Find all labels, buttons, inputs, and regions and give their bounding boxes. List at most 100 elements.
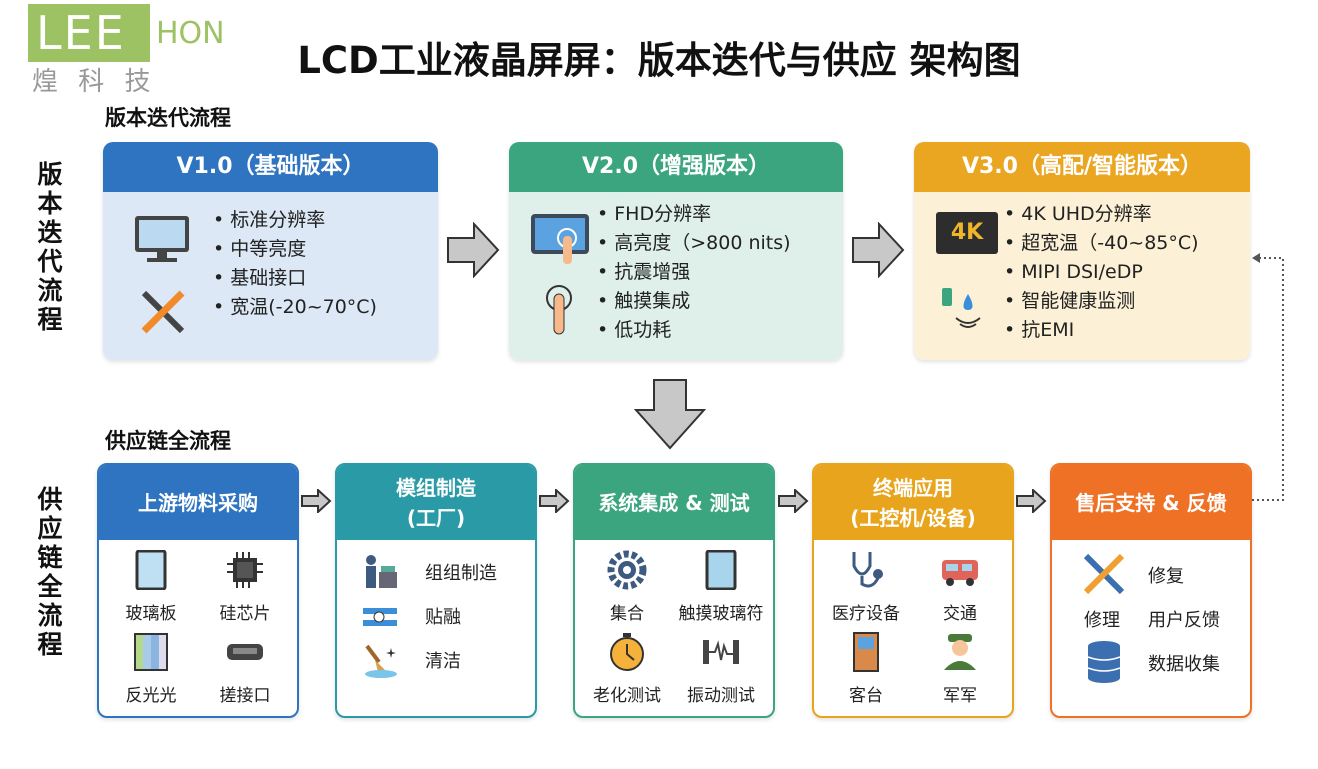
monitor-icon xyxy=(135,216,189,262)
data-collection-label: 数据收集 xyxy=(1148,654,1220,675)
grid-item: 触摸玻璃符 xyxy=(673,549,769,624)
feature-item: 高亮度（>800 nits) xyxy=(597,229,790,258)
item-label: 玻璃板 xyxy=(125,604,177,624)
grid-item: 客台 xyxy=(818,632,914,706)
stage-card-manufacturing: 模组制造 (工厂) 组组制造 贴融 清洁 xyxy=(335,463,537,718)
touch-tablet-icon xyxy=(531,214,589,264)
list-item: 清洁 xyxy=(361,642,461,678)
item-label: 军军 xyxy=(943,686,977,706)
item-label: 老化测试 xyxy=(593,686,661,706)
supply-side-label: 供应链全流程 xyxy=(37,485,63,659)
item-label: 交通 xyxy=(943,604,977,624)
version-section-label: 版本迭代流程 xyxy=(105,106,231,130)
4k-monitor-icon: 4K xyxy=(936,212,998,254)
feature-item: FHD分辨率 xyxy=(597,200,791,229)
feedback-loop-arrow xyxy=(1252,253,1284,501)
item-label: 组组制造 xyxy=(425,563,497,584)
feature-item: 基础接口 xyxy=(213,264,377,293)
stage-title: 终端应用 (工控机/设备) xyxy=(814,465,1012,540)
grid-item: 搓接口 xyxy=(197,632,293,706)
version-title: V2.0（增强版本） xyxy=(509,142,843,192)
watermark-logo-text: LEE xyxy=(36,6,126,60)
feature-item: 触摸集成 xyxy=(597,287,791,316)
version-title: V3.0（高配/智能版本） xyxy=(914,142,1250,192)
feature-list: FHD分辨率 高亮度（>800 nits) 抗震增强 触摸集成 低功耗 xyxy=(597,200,791,345)
version-card-v2: V2.0（增强版本） FHD分辨率 高亮度（>800 nits) 抗震增强 触摸… xyxy=(509,142,843,360)
grid-item: 老化测试 xyxy=(579,632,675,706)
watermark-logo-text: HON xyxy=(156,16,225,51)
feature-list: 4K UHD分辨率 超宽温（-40~85°C) MIPI DSI/eDP 智能健… xyxy=(1004,200,1199,345)
chip-icon xyxy=(227,552,263,588)
item-label: 振动测试 xyxy=(687,686,755,706)
version-title: V1.0（基础版本） xyxy=(103,142,438,192)
list-item: 组组制造 xyxy=(361,554,497,590)
version-card-v1: V1.0（基础版本） 标准分辨率 中等亮度 基础接口 宽温(-20~70°C) xyxy=(103,142,438,360)
stage-card-after-sales: 售后支持 & 反馈 修复 修理 用户反馈 数据收集 xyxy=(1050,463,1252,718)
arrow-right-icon xyxy=(778,489,809,513)
arrow-right-icon xyxy=(1016,489,1047,513)
grid-item: 医疗设备 xyxy=(818,550,914,624)
feature-item: MIPI DSI/eDP xyxy=(1004,258,1199,287)
stage-card-procurement: 上游物料采购 玻璃板 硅芯片 反光光 搓接口 xyxy=(97,463,299,718)
repair-tools-icon xyxy=(1083,553,1125,595)
grid-item: 反光光 xyxy=(103,632,199,706)
stage-title: 模组制造 (工厂) xyxy=(337,465,535,540)
supply-section-label: 供应链全流程 xyxy=(105,429,231,453)
touch-hand-icon xyxy=(546,285,572,335)
kiosk-icon xyxy=(853,632,879,672)
tools-icon xyxy=(141,290,185,334)
glass-panel-icon xyxy=(135,549,167,591)
feedback-label: 用户反馈 xyxy=(1148,610,1220,631)
repair-caption: 修理 xyxy=(1084,610,1120,631)
version-side-label: 版本迭代流程 xyxy=(37,160,63,334)
item-label: 清洁 xyxy=(425,651,461,672)
grid-item: 振动测试 xyxy=(673,632,769,706)
connector-icon xyxy=(227,644,263,660)
touch-glass-icon xyxy=(705,549,737,591)
arrow-right-icon xyxy=(539,489,570,513)
wireless-sensor-icon xyxy=(942,288,981,328)
version-card-v3: V3.0（高配/智能版本） 4K 4K UHD分辨率 超宽温（-40~85°C)… xyxy=(914,142,1250,360)
watermark-tagline: 煌 科 技 xyxy=(32,67,157,97)
item-label: 集合 xyxy=(610,604,644,624)
stethoscope-icon xyxy=(852,552,883,588)
item-label: 客台 xyxy=(849,686,883,706)
stage-title: 售后支持 & 反馈 xyxy=(1052,465,1250,540)
bonding-icon xyxy=(363,608,397,626)
item-label: 硅芯片 xyxy=(219,604,271,624)
worker-icon xyxy=(366,555,397,588)
grid-item: 玻璃板 xyxy=(103,549,199,624)
stage-title: 系统集成 & 测试 xyxy=(575,465,773,540)
arrow-right-icon xyxy=(301,489,332,513)
feature-list: 标准分辨率 中等亮度 基础接口 宽温(-20~70°C) xyxy=(213,206,377,322)
feature-item: 低功耗 xyxy=(597,316,791,345)
cleaning-brush-icon xyxy=(365,644,397,678)
item-label: 医疗设备 xyxy=(832,604,900,624)
feature-item: 宽温(-20~70°C) xyxy=(213,293,377,322)
van-icon xyxy=(942,560,978,586)
feature-item: 抗震增强 xyxy=(597,258,791,287)
item-label: 搓接口 xyxy=(219,686,271,706)
page-title: LCD工业液晶屏屏：版本迭代与供应 架构图 xyxy=(297,39,1021,82)
stage-card-integration-testing: 系统集成 & 测试 集合 触摸玻璃符 老化测试 振动测试 xyxy=(573,463,775,718)
arrow-down-icon xyxy=(634,379,706,450)
grid-item: 交通 xyxy=(912,550,1008,624)
item-label: 触摸玻璃符 xyxy=(678,604,764,624)
grid-item: 军军 xyxy=(912,632,1008,706)
stage-card-end-applications: 终端应用 (工控机/设备) 医疗设备 交通 客台 军军 xyxy=(812,463,1014,718)
list-item: 贴融 xyxy=(361,598,461,634)
stopwatch-icon xyxy=(610,633,644,671)
grid-item: 硅芯片 xyxy=(197,550,293,624)
feature-item: 抗EMI xyxy=(1004,316,1199,345)
item-label: 反光光 xyxy=(125,686,177,706)
database-icon xyxy=(1087,641,1121,683)
vibration-icon xyxy=(703,640,739,664)
backlight-film-icon xyxy=(134,633,168,671)
item-label: 贴融 xyxy=(425,607,461,628)
gear-wrench-icon xyxy=(607,550,647,590)
feature-item: 智能健康监测 xyxy=(1004,287,1199,316)
soldier-icon xyxy=(944,634,976,670)
arrow-right-icon xyxy=(852,222,905,278)
grid-item: 集合 xyxy=(579,550,675,624)
feature-item: 标准分辨率 xyxy=(213,206,377,235)
